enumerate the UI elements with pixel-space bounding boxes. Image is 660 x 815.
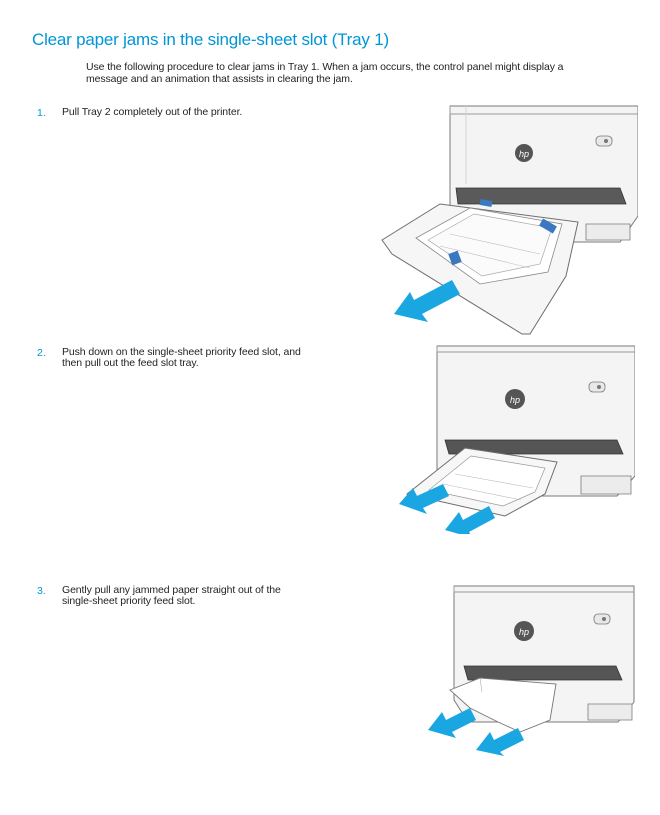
- hp-logo-icon: hp: [505, 389, 525, 409]
- step-1-illustration: hp: [381, 105, 638, 335]
- svg-text:hp: hp: [519, 149, 529, 159]
- step-1-text: Pull Tray 2 completely out of the printe…: [62, 106, 243, 118]
- step-3-illustration: hp: [428, 585, 635, 756]
- svg-text:hp: hp: [519, 627, 529, 637]
- arrow-icon: [476, 728, 524, 756]
- step-2-illustration: hp: [399, 345, 635, 534]
- step-3-number: 3.: [37, 585, 46, 597]
- step-3-text: Gently pull any jammed paper straight ou…: [62, 584, 281, 607]
- intro-paragraph: Use the following procedure to clear jam…: [86, 61, 564, 85]
- page-title: Clear paper jams in the single-sheet slo…: [32, 30, 389, 49]
- step-2-text: Push down on the single-sheet priority f…: [62, 346, 301, 369]
- step-1-number: 1.: [37, 107, 46, 119]
- hp-logo-icon: hp: [514, 621, 534, 641]
- svg-text:hp: hp: [510, 395, 520, 405]
- step-2-number: 2.: [37, 347, 46, 359]
- hp-logo-icon: hp: [515, 144, 533, 162]
- arrow-icon: [428, 708, 476, 738]
- arrow-icon: [394, 280, 460, 322]
- arrow-icon: [445, 506, 495, 534]
- arrow-icon: [399, 484, 449, 514]
